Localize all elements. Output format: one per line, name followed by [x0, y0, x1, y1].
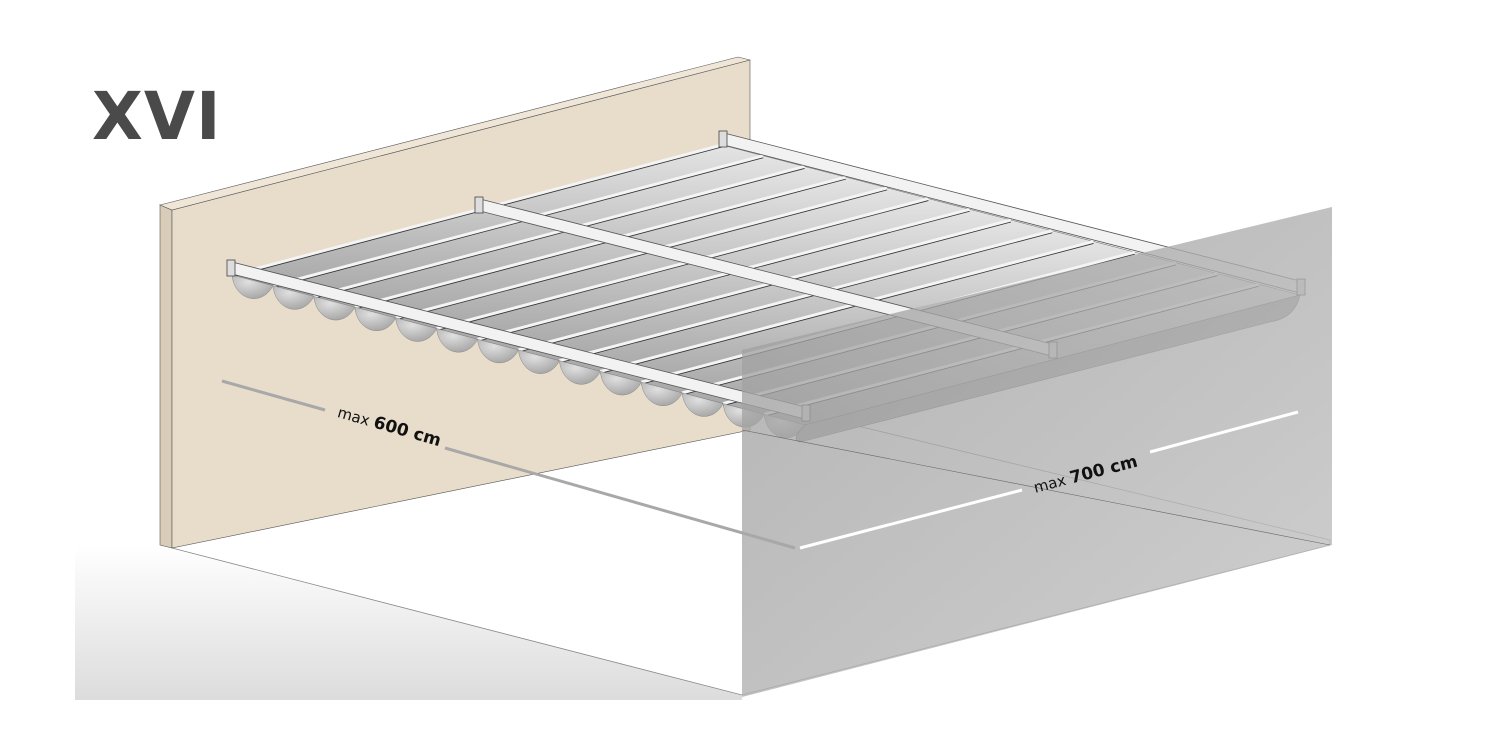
- fabric-scallop: [641, 381, 683, 406]
- front-beam-end-cap: [226, 259, 236, 277]
- model-title: XVI: [92, 78, 222, 155]
- slat-rail: [559, 229, 1053, 363]
- fabric-scallop: [272, 285, 315, 310]
- slat-rail-edge: [477, 210, 970, 342]
- slat-rail: [395, 186, 888, 320]
- slat-rail-edge: [436, 200, 929, 331]
- slat-rail-edge: [559, 232, 1053, 364]
- slat-rail: [599, 239, 1094, 373]
- floor-edge-line: [741, 429, 1331, 546]
- fabric-scallop: [681, 392, 724, 417]
- fabric-scallop: [559, 360, 601, 385]
- slat-rail-edge: [600, 243, 1094, 374]
- slat-rail-edge: [313, 168, 805, 299]
- slat-rail: [354, 175, 847, 309]
- slat-rail: [477, 207, 971, 341]
- slat-rail-edge: [395, 189, 888, 321]
- middle-beam-end-cap: [474, 196, 484, 214]
- wall-side: [159, 204, 173, 549]
- dimension-700: [799, 410, 1299, 550]
- fabric-scallop: [354, 306, 397, 331]
- slat-rail-edge: [272, 157, 764, 289]
- glass-side-wall: [742, 207, 1332, 697]
- fabric-scallop: [600, 371, 642, 396]
- fabric-scallop: [518, 349, 560, 374]
- back-beam-end-cap: [718, 130, 728, 148]
- floor: [75, 545, 742, 700]
- slat-rail-edge: [518, 221, 1012, 353]
- slat-rail: [436, 197, 929, 331]
- wall-top: [159, 56, 751, 211]
- slat-rail-edge: [354, 178, 846, 310]
- fabric-scallop: [395, 317, 438, 342]
- fabric-scallop: [436, 328, 478, 353]
- fabric-scallop: [231, 274, 274, 299]
- slat-rail: [518, 218, 1012, 352]
- fabric-scallop: [477, 338, 519, 364]
- fabric-scallop: [313, 296, 356, 321]
- dimension-600: [221, 379, 796, 550]
